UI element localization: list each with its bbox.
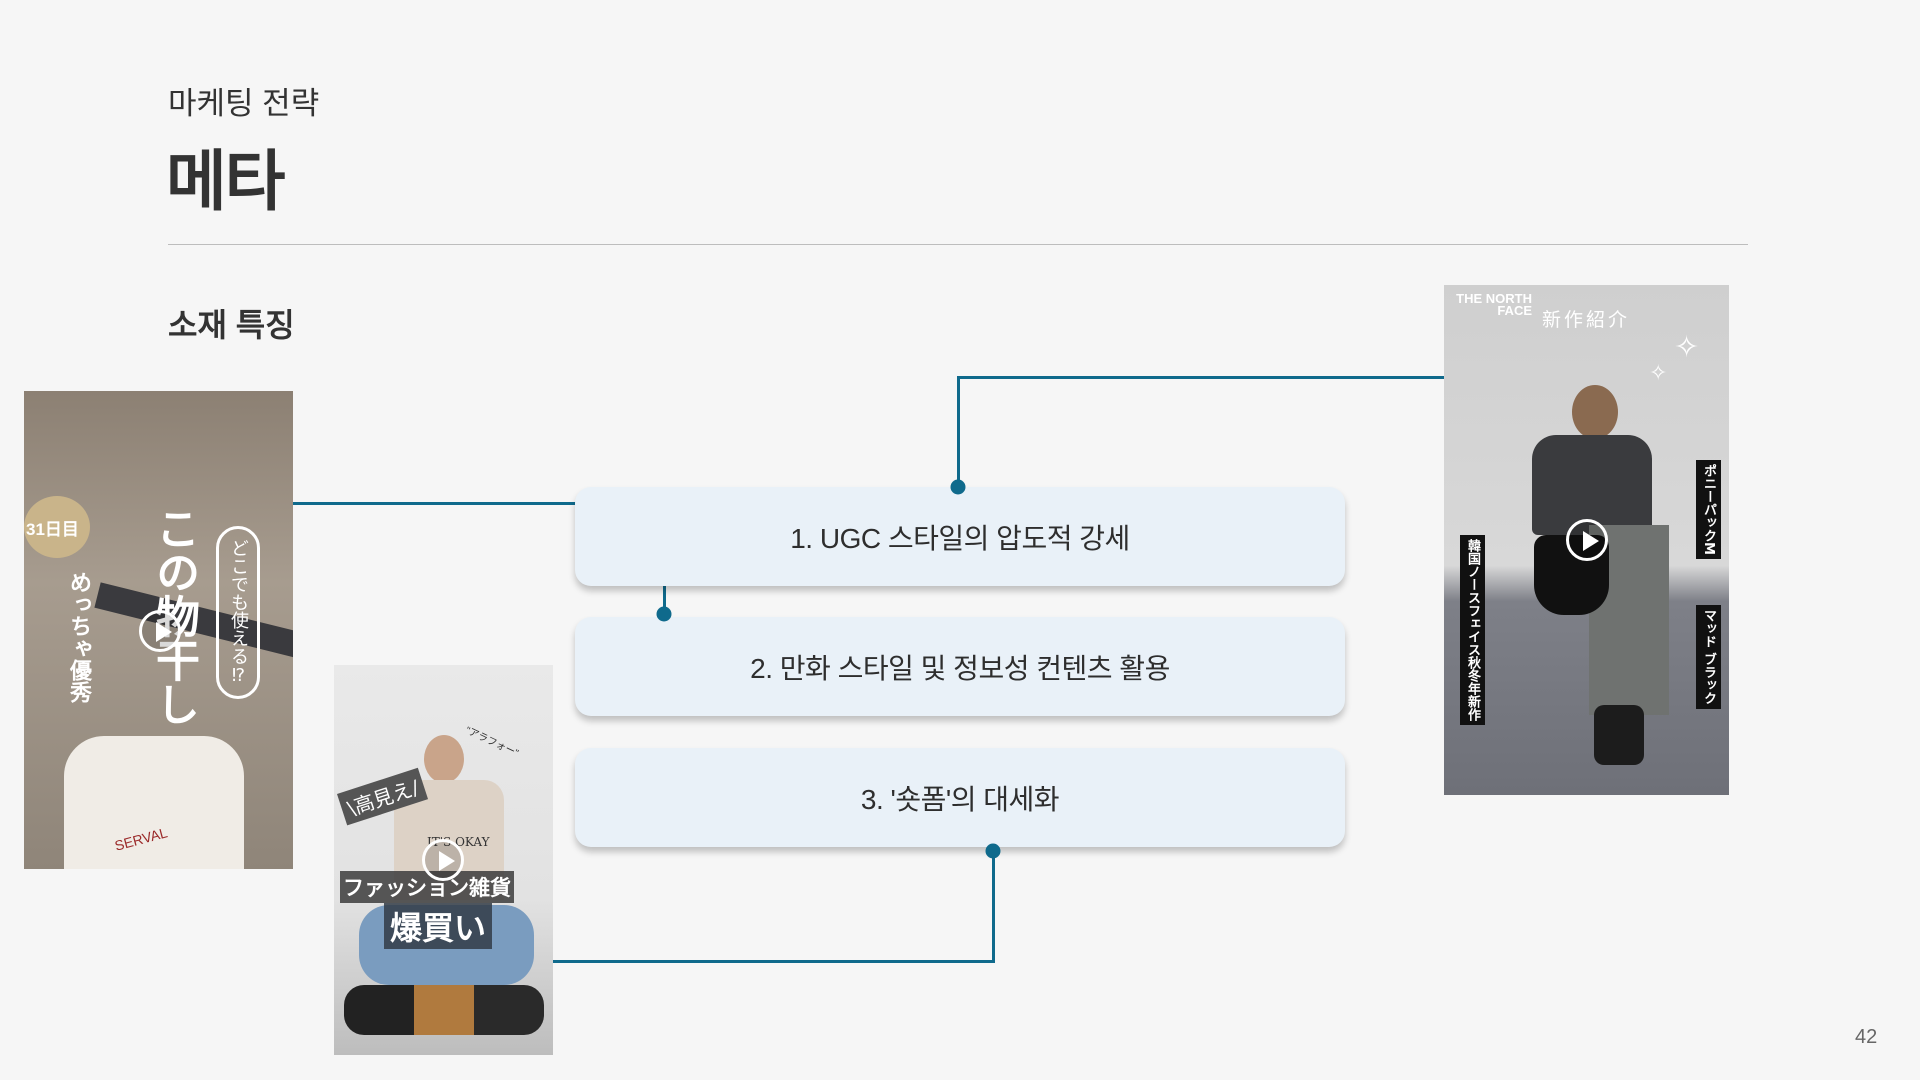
feature-box-2: 2. 만화 스타일 및 정보성 컨텐츠 활용 <box>575 617 1345 716</box>
feature-box-3: 3. '숏폼'의 대세화 <box>575 748 1345 847</box>
play-icon[interactable] <box>422 839 464 881</box>
shirt-image <box>64 736 244 869</box>
arc-tag: "アラフォー" <box>463 725 520 760</box>
sparkle-icon: ✧ <box>1674 331 1700 364</box>
caption-right-1: ポニーパックM <box>1696 460 1721 559</box>
caption-left: 韓国ノースフェイス秋冬年新作 <box>1460 535 1485 725</box>
connector-line <box>957 376 1445 379</box>
sparkle-icon: ✧ <box>1649 360 1668 385</box>
connector-line <box>552 960 995 963</box>
play-icon[interactable] <box>1566 519 1608 561</box>
thumb-title: ファッション雑貨 <box>340 871 514 903</box>
connector-dot <box>985 843 1001 859</box>
thumb-subtitle: めっちゃ優秀 <box>66 571 91 703</box>
connector-dot <box>950 479 966 495</box>
feature-label: 1. UGC 스타일의 압도적 강세 <box>790 522 1130 554</box>
page-number: 42 <box>1855 1026 1878 1048</box>
connector-line <box>293 502 665 505</box>
brand-logo: THE NORTH FACE <box>1456 291 1532 318</box>
play-icon[interactable] <box>139 610 181 652</box>
feature-label: 3. '숏폼'의 대세화 <box>860 783 1060 815</box>
video-thumbnail-middle[interactable]: "アラフォー" IT'S OKAY \高見え/ ファッション雑貨 爆買い <box>334 665 553 1055</box>
person-shirt-image <box>1532 435 1652 535</box>
video-thumbnail-right[interactable]: THE NORTH FACE 新作紹介 ✧ ✧ 韓国ノースフェイス秋冬年新作 ポ… <box>1444 285 1729 795</box>
shoes-image <box>344 985 544 1035</box>
divider <box>168 244 1748 245</box>
day-badge: 31日目 <box>24 496 90 558</box>
connector-dot <box>656 606 672 622</box>
thumb-title: 新作紹介 <box>1542 309 1631 331</box>
person-image <box>424 735 464 783</box>
speech-bubble: どこでも使える⁉ <box>216 526 260 699</box>
shoes-image <box>1594 705 1644 765</box>
section-title: 소재 특징 <box>168 307 295 343</box>
connector-line <box>957 376 960 488</box>
person-image <box>1572 385 1618 439</box>
feature-box-1: 1. UGC 스타일의 압도적 강세 <box>575 487 1345 586</box>
caption-right-2: マッド ブラック <box>1696 605 1721 709</box>
feature-label: 2. 만화 스타일 및 정보성 컨텐츠 활용 <box>750 652 1170 684</box>
page-subtitle: 마케팅 전략 <box>168 86 320 121</box>
thumb-subtitle: 爆買い <box>384 903 493 949</box>
video-thumbnail-left[interactable]: 31日目 この物干し めっちゃ優秀 どこでも使える⁉ SERVAL <box>24 391 293 869</box>
connector-line <box>992 851 995 963</box>
page-title: 메타 <box>166 144 285 218</box>
